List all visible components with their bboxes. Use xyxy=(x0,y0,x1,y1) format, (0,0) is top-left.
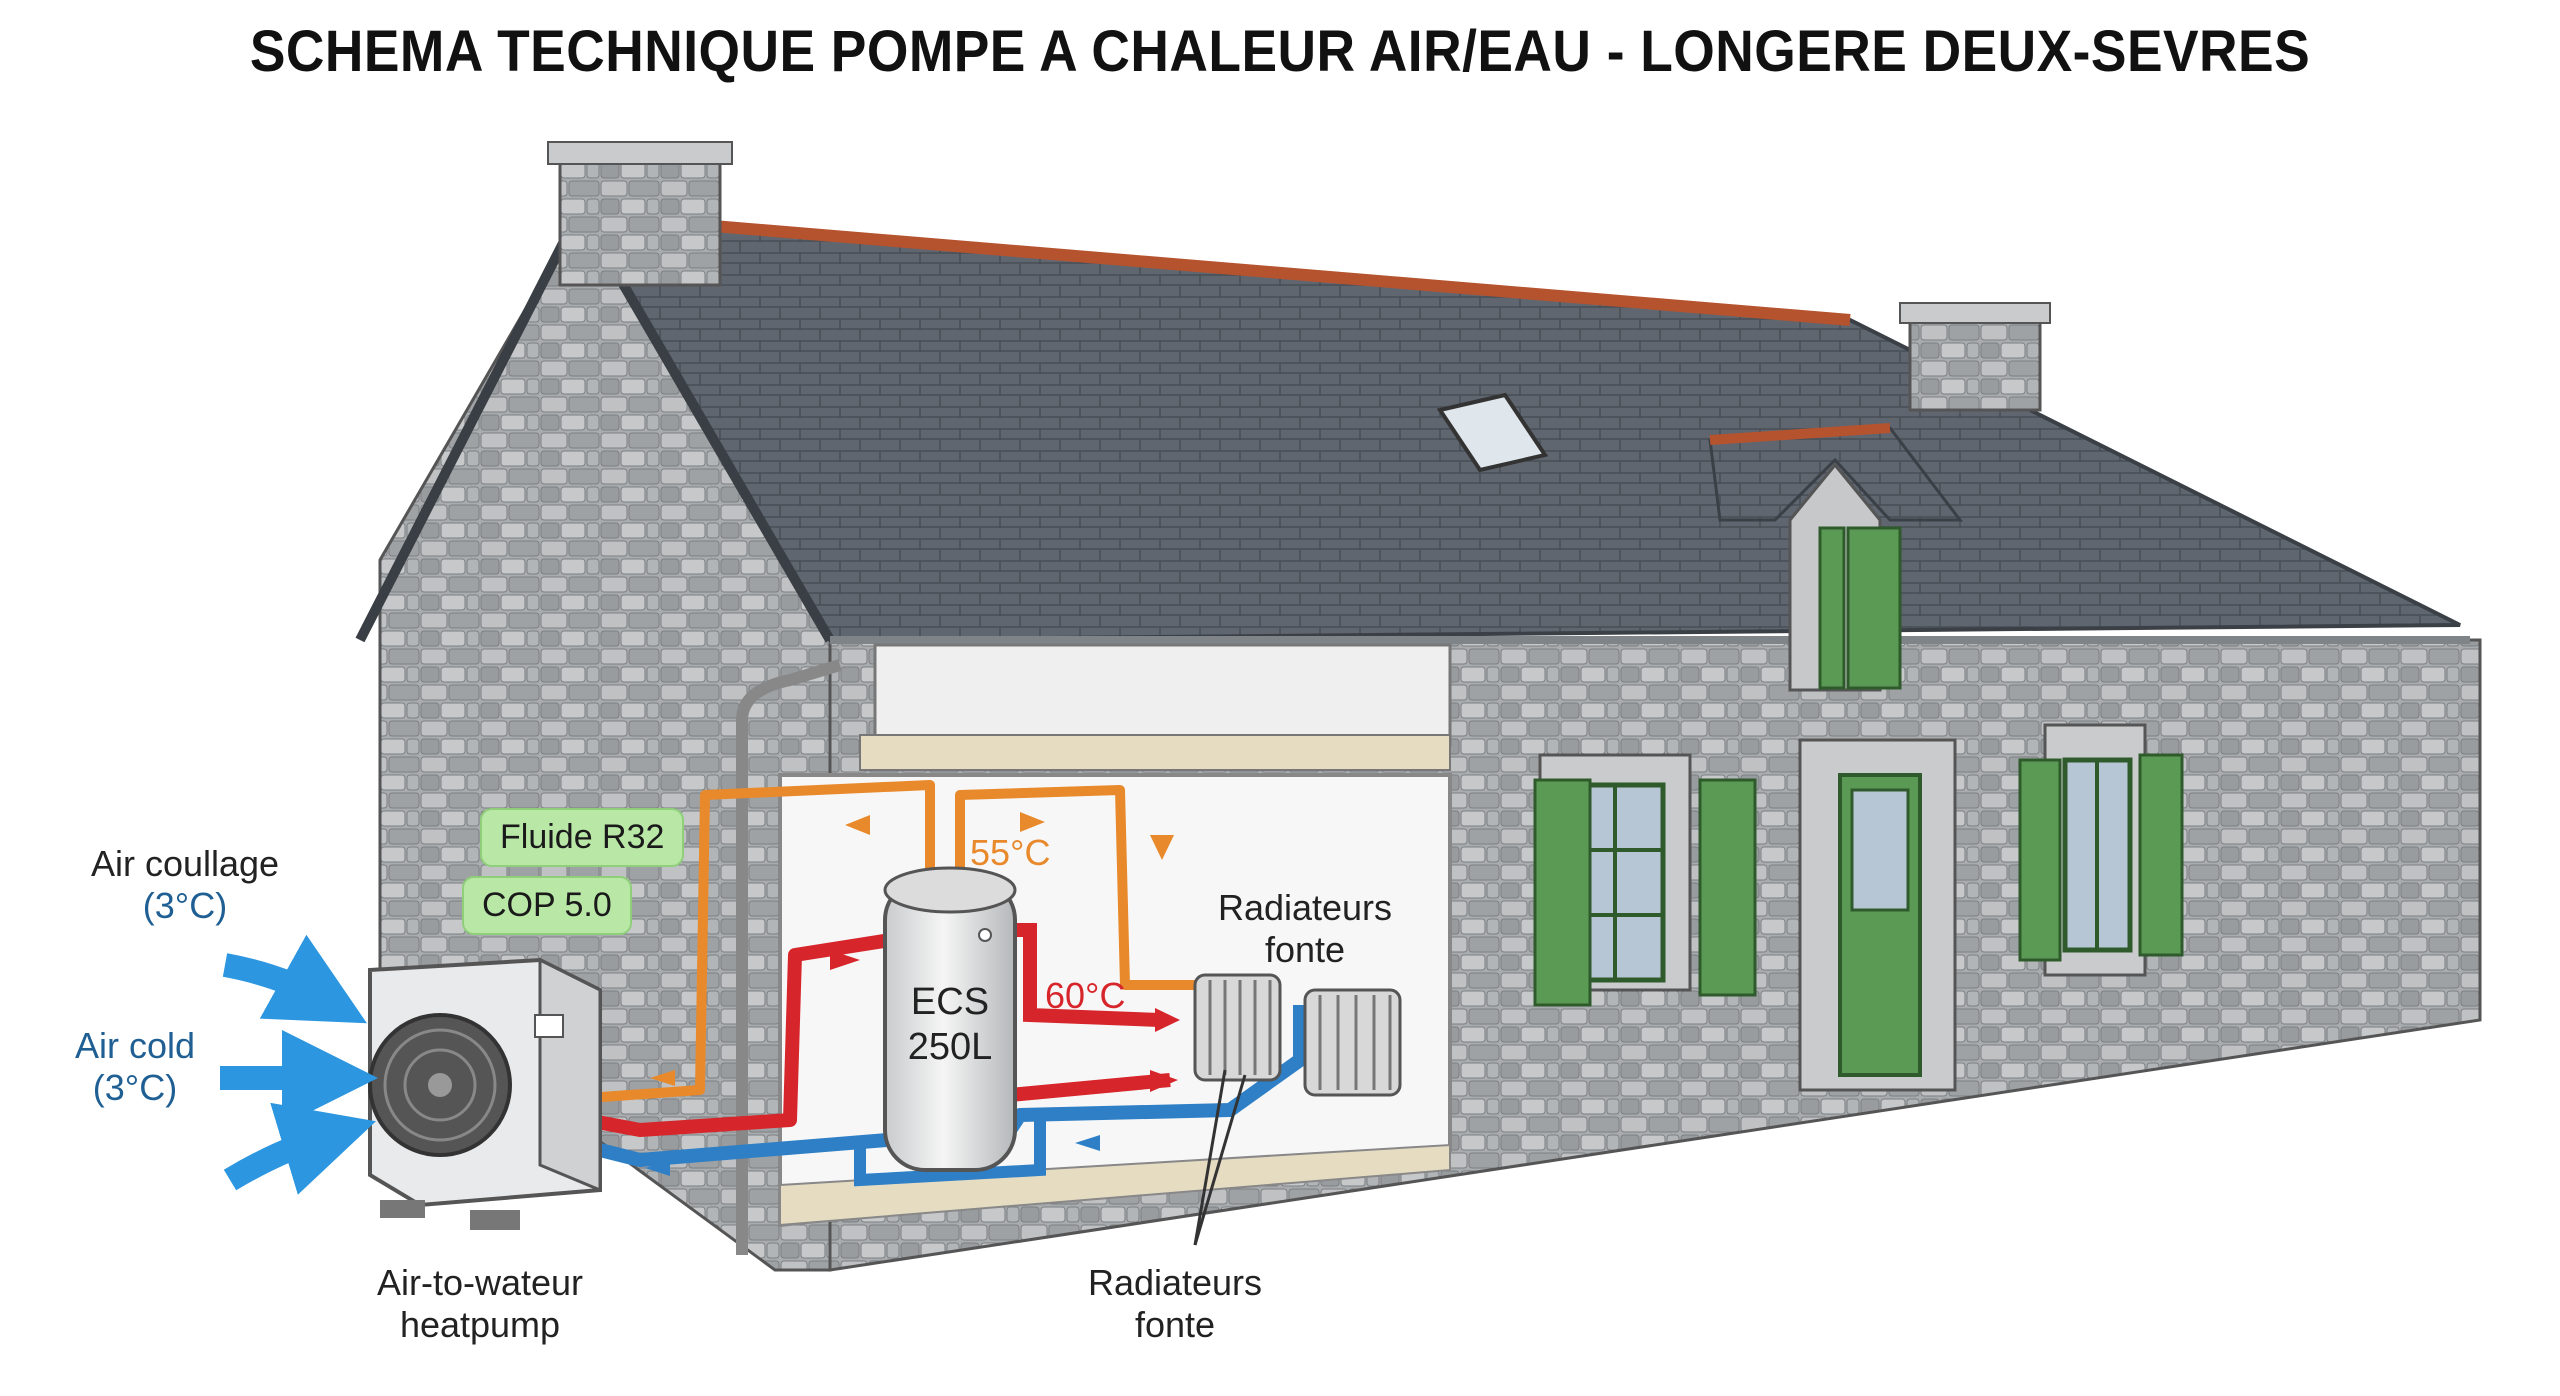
radiator-1 xyxy=(1193,973,1282,1082)
skylight xyxy=(1436,392,1549,473)
badge-fluide: Fluide R32 xyxy=(480,808,685,867)
label-air-coullage: Air coullage (3°C) xyxy=(90,843,280,927)
air-arrow-top xyxy=(222,934,367,1024)
leader-radiators-bottom xyxy=(1193,1069,1227,1246)
label-radiators-bottom: Radiateurs fonte xyxy=(1087,1262,1263,1346)
cutaway-ceiling xyxy=(873,643,1452,747)
refrigerant-pipe xyxy=(559,780,935,1105)
ecs-tank xyxy=(883,866,1017,1172)
dormer-roof xyxy=(1708,426,1964,522)
dormer-window xyxy=(1846,526,1902,690)
heatpump-unit xyxy=(368,957,602,1230)
chimney-left xyxy=(558,153,722,287)
window-left xyxy=(1533,753,1757,1007)
radiator-2 xyxy=(1303,988,1402,1097)
label-temp-55: 55°C xyxy=(970,832,1051,873)
chimney-right xyxy=(1908,313,2042,412)
label-temp-60: 60°C xyxy=(1045,975,1126,1016)
label-tank: ECS 250L xyxy=(907,981,993,1068)
label-radiators-top: Radiateurs fonte xyxy=(1217,887,1393,971)
air-arrow-bottom xyxy=(223,1102,376,1195)
cutaway-floor xyxy=(779,1143,1451,1227)
front-door xyxy=(1798,738,1957,1092)
ridge-tiles xyxy=(579,209,1851,326)
window-right xyxy=(2018,723,2184,977)
cutaway-beam xyxy=(859,734,1451,771)
cold-pipe xyxy=(558,1005,1307,1167)
label-air-cold: Air cold (3°C) xyxy=(74,1025,196,1109)
page-title: SCHEMA TECHNIQUE POMPE A CHALEUR AIR/EAU… xyxy=(249,19,2311,84)
badge-cop: COP 5.0 xyxy=(462,876,632,935)
label-heatpump: Air-to-wateur heatpump xyxy=(376,1262,584,1346)
hot-pipe xyxy=(558,933,892,1137)
